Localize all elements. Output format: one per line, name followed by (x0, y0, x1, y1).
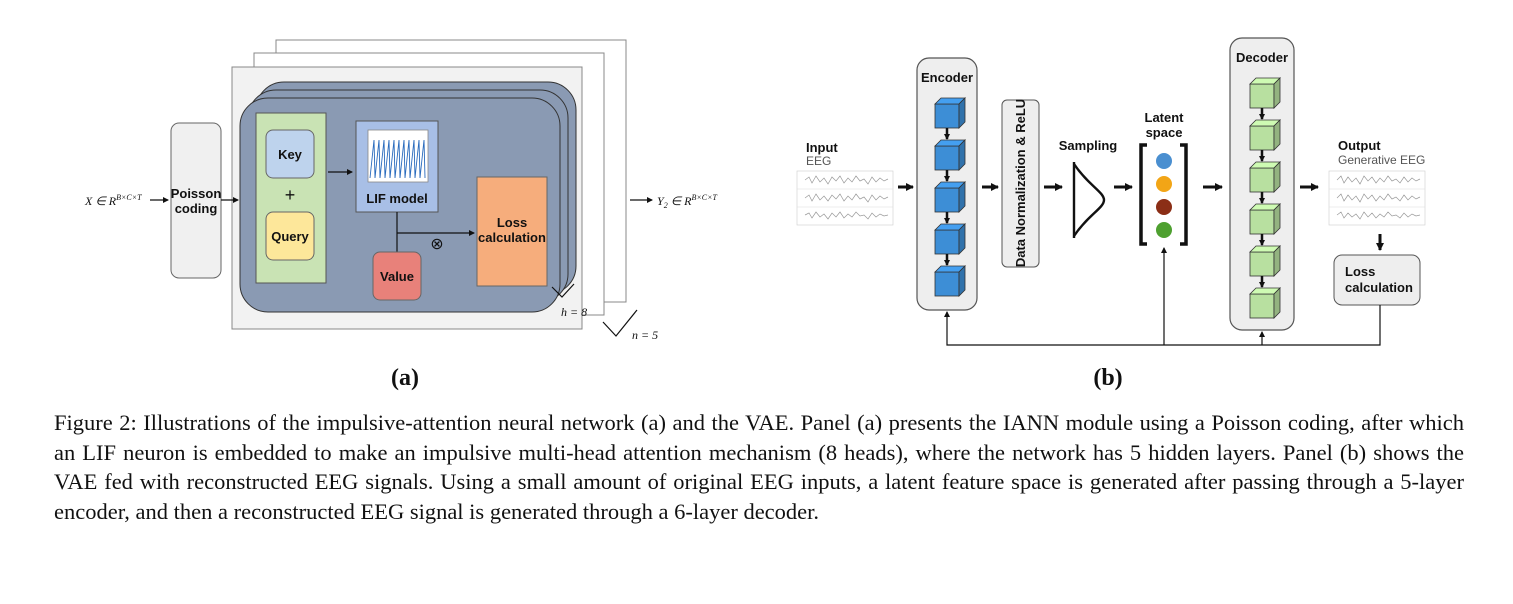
output-eeg-plot (1328, 170, 1426, 226)
decoder-cube-5 (1249, 245, 1281, 277)
normalization-box (1001, 99, 1040, 268)
n-label: n = 5 (632, 328, 658, 342)
latent-dot-3 (1156, 199, 1172, 215)
query-box (265, 211, 315, 261)
n-brace (602, 309, 638, 337)
encoder-cube-4 (934, 223, 966, 255)
decoder-cube-1 (1249, 77, 1281, 109)
encoder-cube-5 (934, 265, 966, 297)
encoder-cube-3 (934, 181, 966, 213)
decoder-cube-2 (1249, 119, 1281, 151)
decoder-cubes (1249, 77, 1281, 319)
loss-calculation-box-a (476, 176, 548, 287)
h-label: h = 8 (561, 305, 587, 319)
encoder-cubes (934, 97, 966, 297)
output-title: Output (1338, 138, 1381, 153)
panel-b: Input EEG Encoder Data Normalization & R… (796, 37, 1426, 391)
value-box (372, 251, 422, 301)
panel-b-label: (b) (1093, 365, 1122, 391)
latent-dot-2 (1156, 176, 1172, 192)
latent-dot-4 (1156, 222, 1172, 238)
input-title: Input (806, 140, 838, 155)
normalization-label: Data Normalization & ReLU (1013, 99, 1028, 267)
key-label: Key (278, 147, 303, 162)
figure-caption: Figure 2: Illustrations of the impulsive… (54, 410, 1464, 524)
lif-model-label: LIF model (366, 191, 427, 206)
lif-spike-trace (369, 139, 426, 179)
sampling-label: Sampling (1059, 138, 1118, 153)
loss-calculation-box-b (1333, 254, 1421, 306)
otimes-symbol: ⊗ (430, 236, 443, 253)
key-box (265, 129, 315, 179)
encoder-cube-2 (934, 139, 966, 171)
latent-dots (1156, 153, 1172, 238)
panel-a-label: (a) (391, 365, 419, 391)
decoder-cube-6 (1249, 287, 1281, 319)
decoder-cube-4 (1249, 203, 1281, 235)
value-label: Value (380, 269, 414, 284)
output-tensor-label: Y2 ∈ RB×C×T (657, 193, 718, 210)
sampling-curve (1073, 163, 1106, 237)
plus-label: + (285, 185, 296, 205)
latent-bracket-right (1180, 143, 1188, 246)
latent-dot-1 (1156, 153, 1172, 169)
input-subtitle: EEG (806, 154, 831, 168)
query-label: Query (271, 229, 309, 244)
encoder-label: Encoder (921, 70, 973, 85)
latent-bracket-left (1139, 143, 1147, 246)
decoder-label: Decoder (1236, 50, 1288, 65)
input-eeg-plot (796, 170, 894, 226)
input-tensor-label: X ∈ RB×C×T (84, 193, 142, 208)
decoder-cube-3 (1249, 161, 1281, 193)
lif-plot (367, 129, 429, 183)
encoder-cube-1 (934, 97, 966, 129)
output-subtitle: Generative EEG (1338, 153, 1425, 167)
h-brace (551, 283, 575, 298)
